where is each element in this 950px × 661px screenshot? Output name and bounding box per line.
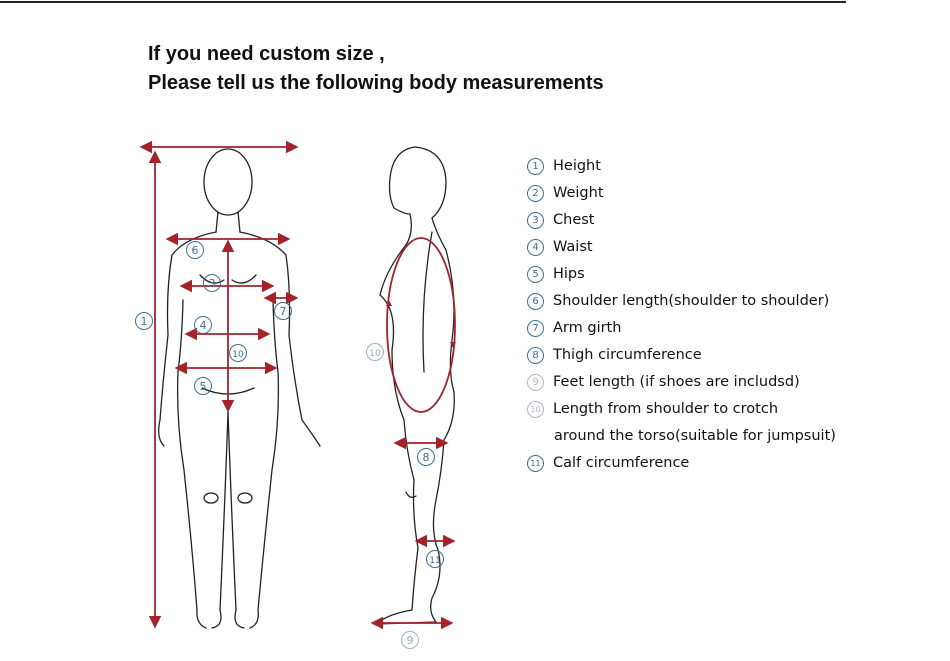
legend-number: 4 [527,239,544,256]
legend-item: 11 Calf circumference [527,450,836,477]
marker-circle [135,312,153,330]
torso-loop [386,237,456,413]
marker-circle [401,631,419,649]
legend-number: 5 [527,266,544,283]
marker-label: 10 [369,349,381,359]
heading-line-2: Please tell us the following body measur… [148,72,604,94]
legend-item: 2 Weight [527,180,836,207]
legend-item: 6 Shoulder length(shoulder to shoulder) [527,288,836,315]
side-markers: 8 9 10 11 [366,343,444,649]
legend-label: Height [553,158,601,174]
legend-label: Weight [553,185,604,201]
marker-label: 3 [209,277,216,290]
side-body-outline [375,146,455,625]
legend-label: Length from shoulder to crotch [553,401,779,417]
front-markers: 1 3 4 5 6 7 10 [135,241,292,395]
legend-item: 10 Length from shoulder to crotch [527,396,836,423]
legend-label: Chest [553,212,595,228]
legend-number: 3 [527,212,544,229]
front-measure-lines [139,140,299,629]
marker-circle [203,274,221,292]
legend-label: Shoulder length(shoulder to shoulder) [553,293,830,309]
legend-label: Calf circumference [553,455,690,471]
marker-circle [426,550,444,568]
heading-line-1: If you need custom size , [148,43,385,65]
marker-circle [194,316,212,334]
marker-label: 1 [141,315,148,328]
marker-circle [186,241,204,259]
marker-circle [417,448,435,466]
legend-label: Thigh circumference [553,347,702,363]
legend-number: 11 [527,455,544,472]
page-heading: If you need custom size , Please tell us… [148,40,604,98]
side-measure-lines [370,237,456,630]
top-divider [0,1,846,3]
legend-label: Feet length (if shoes are includsd) [553,374,800,390]
marker-circle [366,343,384,361]
legend-label: around the torso(suitable for jumpsuit) [554,428,836,444]
legend-number: 2 [527,185,544,202]
front-body-outline [158,148,321,629]
legend-label: Hips [553,266,585,282]
marker-circle [274,302,292,320]
legend-number: 9 [527,374,544,391]
marker-label: 6 [192,244,199,257]
legend-item: 5 Hips [527,261,836,288]
legend-item: 4 Waist [527,234,836,261]
legend-label: Arm girth [553,320,622,336]
marker-label: 9 [407,634,414,647]
legend-number: 6 [527,293,544,310]
measurement-legend: 1 Height 2 Weight 3 Chest 4 Waist 5 Hips 6 Sho… [527,153,836,477]
marker-circle [229,344,247,362]
marker-label: 10 [232,350,244,360]
marker-label: 8 [423,451,430,464]
legend-number: 8 [527,347,544,364]
legend-number: 10 [527,401,544,418]
marker-label: 11 [429,556,440,566]
legend-item: 8 Thigh circumference [527,342,836,369]
legend-number: 1 [527,158,544,175]
marker-label: 5 [200,380,207,393]
legend-item-continuation: around the torso(suitable for jumpsuit) [527,423,836,450]
legend-item: 3 Chest [527,207,836,234]
legend-item: 1 Height [527,153,836,180]
marker-label: 7 [280,305,287,318]
legend-label: Waist [553,239,593,255]
legend-item: 9 Feet length (if shoes are includsd) [527,369,836,396]
marker-label: 4 [200,319,207,332]
legend-item: 7 Arm girth [527,315,836,342]
marker-circle [194,377,212,395]
legend-number: 7 [527,320,544,337]
